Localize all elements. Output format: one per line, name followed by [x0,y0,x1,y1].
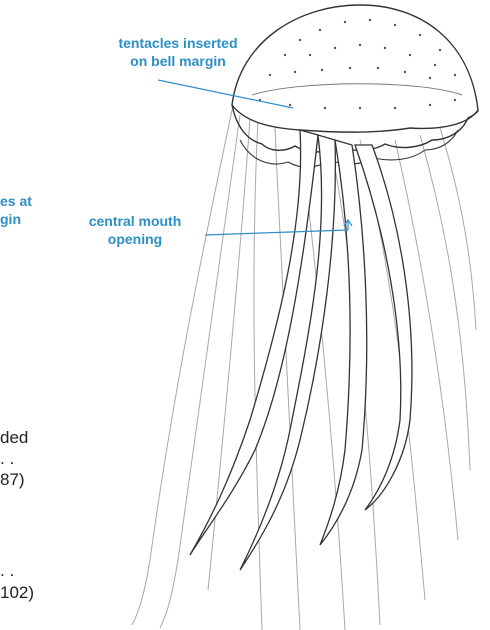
label-central-mouth: central mouth opening [65,212,205,248]
clipped-text-line4: . . [0,560,14,582]
label-central-mouth-line2: opening [65,230,205,248]
oral-arms [190,130,412,570]
label-clipped-left: es at gin [0,192,32,228]
clipped-text-line5: 102) [0,582,34,604]
label-clipped-left-line1: es at [0,192,32,210]
clipped-text-line1: ded [0,427,28,449]
label-tentacles-inserted: tentacles inserted on bell margin [108,34,248,70]
label-central-mouth-line1: central mouth [65,212,205,230]
label-tentacles-inserted-line1: tentacles inserted [108,34,248,52]
label-tentacles-inserted-line2: on bell margin [108,52,248,70]
clipped-text-line3: 87) [0,469,25,491]
bell [232,5,478,167]
clipped-text-line2: . . [0,448,14,470]
label-clipped-left-line2: gin [0,210,32,228]
